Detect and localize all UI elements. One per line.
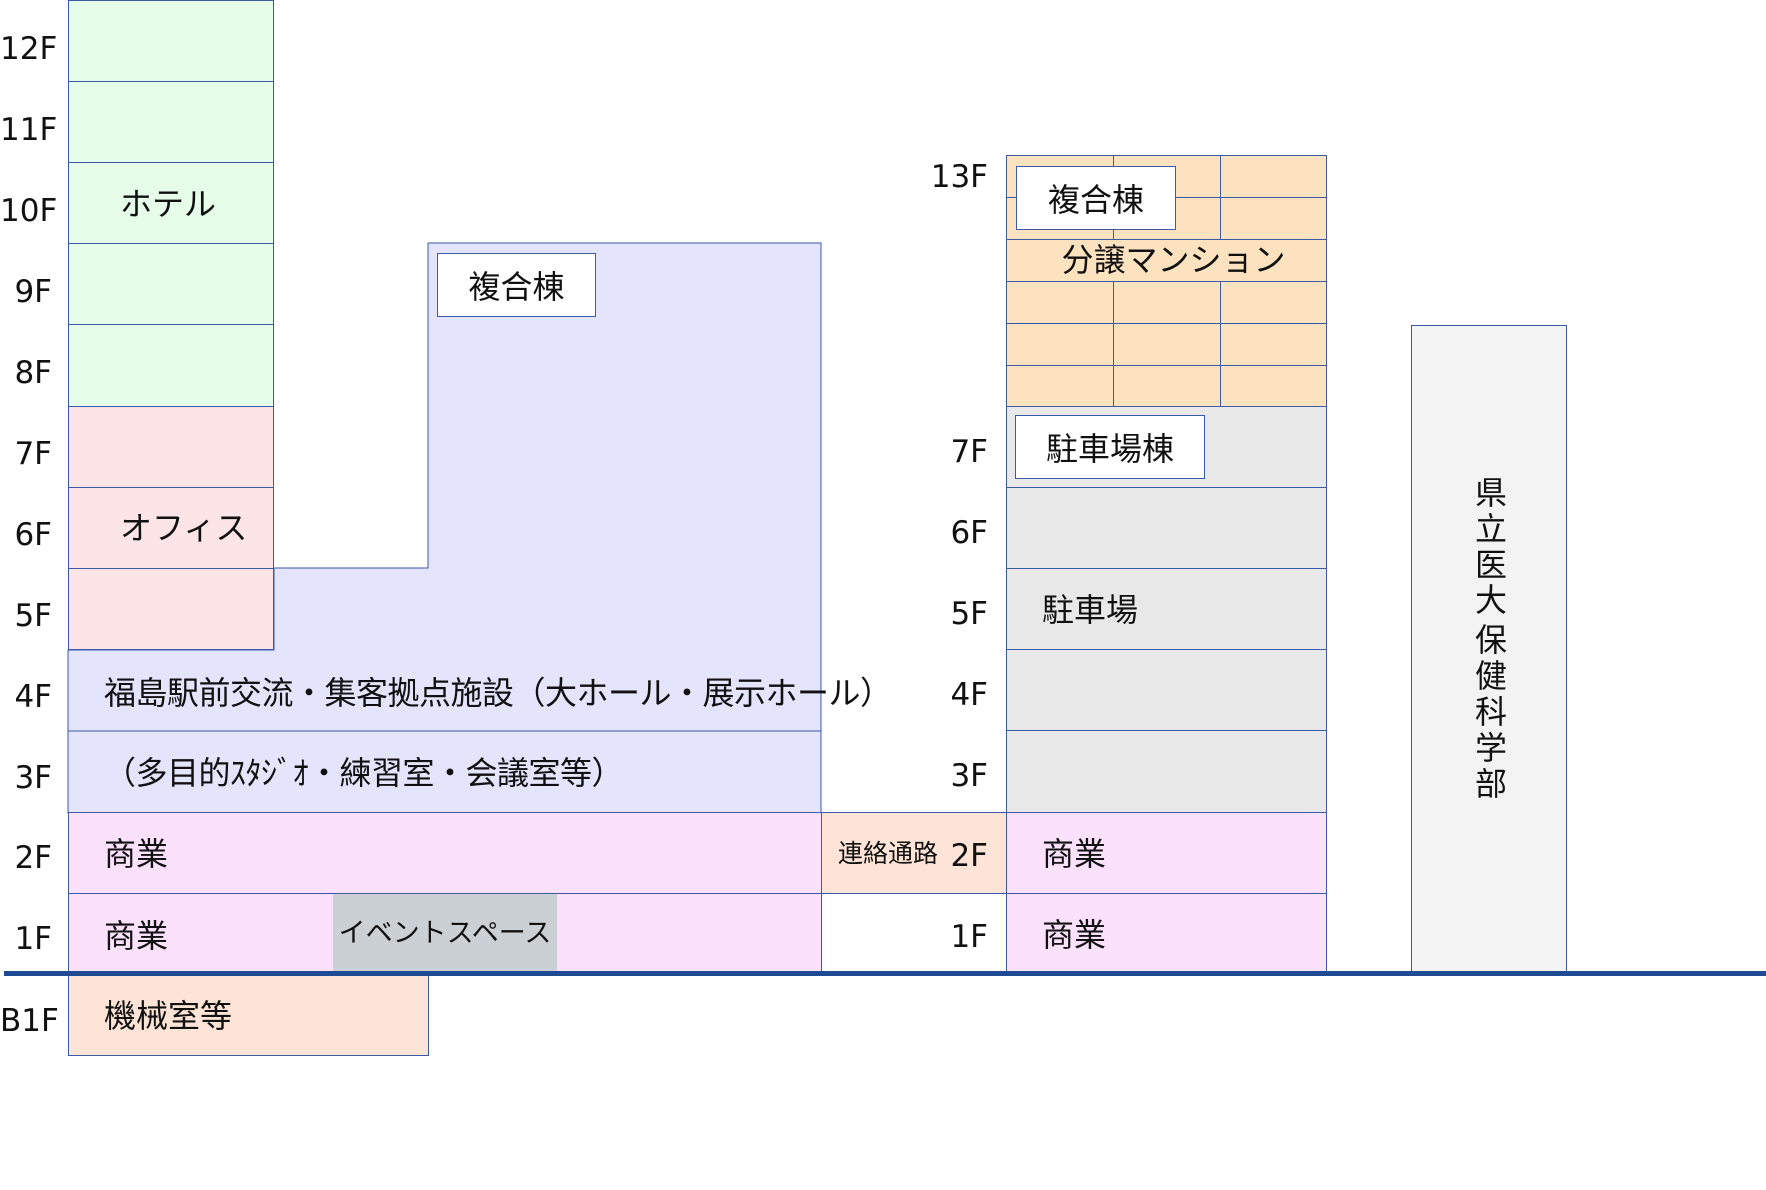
event-space xyxy=(333,894,557,973)
hotel-floor-12f xyxy=(68,0,274,82)
floor-label-3f: 3F xyxy=(14,760,52,796)
commerce-2f-left xyxy=(68,812,822,894)
condo-gridline xyxy=(1006,365,1327,366)
office-floor-6f xyxy=(68,487,274,569)
medical-char: 部 xyxy=(1474,764,1507,803)
parking-floor-3f xyxy=(1006,730,1327,813)
commerce-1f-right xyxy=(1006,893,1327,974)
condo-gridline xyxy=(1113,281,1114,407)
medical-building xyxy=(1411,325,1567,974)
parking-tag: 駐車場棟 xyxy=(1015,415,1205,479)
commerce-1f-left-label: 商業 xyxy=(104,917,169,955)
right-floor-label-1f: 1F xyxy=(950,919,988,955)
condo-gridline xyxy=(1220,155,1221,239)
right-floor-label-4f: 4F xyxy=(950,677,988,713)
floor-label-12f: 12F xyxy=(0,31,58,67)
medical-building-label: 県 立 医 大 保 健 科 学 部 xyxy=(1471,474,1511,803)
commerce-1f-right-label: 商業 xyxy=(1042,916,1107,954)
parking-label: 駐車場 xyxy=(1042,591,1139,629)
medical-char: 科 xyxy=(1474,692,1507,731)
parking-floor-4f xyxy=(1006,649,1327,731)
condo-gridline xyxy=(1220,281,1221,407)
floor-label-b1f: B1F xyxy=(0,1003,59,1039)
commerce-2f-right-label: 商業 xyxy=(1042,835,1107,873)
office-floor-7f xyxy=(68,406,274,488)
connecting-passage xyxy=(821,812,1007,894)
condo-label-bg xyxy=(1007,240,1326,281)
medical-char: 県 xyxy=(1474,474,1507,512)
ground-line xyxy=(4,971,1766,976)
medical-char: 健 xyxy=(1474,657,1507,696)
right-floor-label-5f: 5F xyxy=(950,596,988,632)
office-label: オフィス xyxy=(120,509,248,547)
medical-char: 保 xyxy=(1474,621,1507,660)
floor-label-2f: 2F xyxy=(14,840,52,876)
event-space-label: イベントスペース xyxy=(338,918,552,949)
hotel-label: ホテル xyxy=(120,185,217,223)
parking-floor-5f xyxy=(1006,568,1327,650)
complex-tag-left: 複合棟 xyxy=(437,253,596,317)
condo-gridline xyxy=(1006,323,1327,324)
floor-label-1f: 1F xyxy=(14,921,52,957)
floor-label-11f: 11F xyxy=(0,112,58,148)
machine-room-label: 機械室等 xyxy=(104,997,233,1035)
right-floor-label-13f: 13F xyxy=(930,159,988,195)
medical-char: 医 xyxy=(1474,545,1507,584)
condo-label: 分譲マンション xyxy=(1061,241,1286,279)
parking-floor-6f xyxy=(1006,487,1327,569)
commerce-2f-left-label: 商業 xyxy=(104,835,169,873)
facility-label-line1: 福島駅前交流・集客拠点施設（大ホール・展示ホール） xyxy=(104,674,892,712)
hotel-floor-10f xyxy=(68,162,274,244)
floor-label-8f: 8F xyxy=(14,355,52,391)
floor-label-9f: 9F xyxy=(14,274,52,310)
right-floor-label-3f: 3F xyxy=(950,758,988,794)
complex-tag-right: 複合棟 xyxy=(1016,166,1176,230)
medical-char: 大 xyxy=(1474,581,1507,620)
floor-label-5f: 5F xyxy=(14,598,52,634)
right-floor-label-6f: 6F xyxy=(950,515,988,551)
office-floor-5f xyxy=(68,568,274,650)
medical-char: 立 xyxy=(1474,509,1507,548)
condo-gridline xyxy=(1006,281,1327,282)
floor-label-10f: 10F xyxy=(0,193,58,229)
right-floor-label-2f: 2F xyxy=(950,838,988,874)
condo-gridline xyxy=(1006,239,1327,240)
right-floor-label-7f: 7F xyxy=(950,434,988,470)
floor-label-6f: 6F xyxy=(14,517,52,553)
hotel-floor-11f xyxy=(68,81,274,163)
floor-label-4f: 4F xyxy=(14,679,52,715)
hotel-floor-9f xyxy=(68,243,274,325)
facility-label-line2: （多目的ｽﾀｼﾞｵ・練習室・会議室等） xyxy=(104,754,624,792)
medical-char: 学 xyxy=(1474,728,1507,767)
passage-label: 連絡通路 xyxy=(838,839,939,868)
floor-label-7f: 7F xyxy=(14,436,52,472)
